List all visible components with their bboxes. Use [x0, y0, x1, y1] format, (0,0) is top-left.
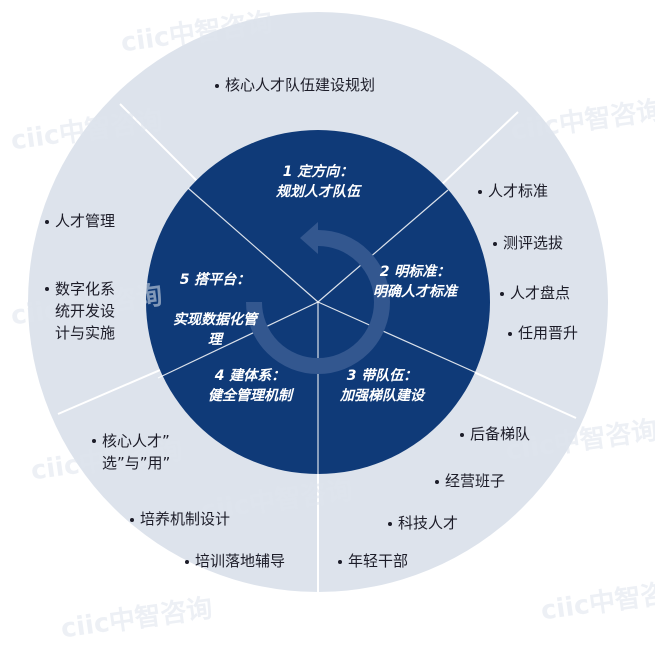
- list-item: 人才标准: [478, 180, 548, 202]
- circular-arrow-icon: [246, 222, 390, 374]
- inner-divider-line: [157, 301, 319, 379]
- inner-dividers: [157, 187, 489, 474]
- step-title: 5 搭平台：: [179, 272, 251, 288]
- step-subtitle: 规划人才队伍: [276, 184, 360, 200]
- inner-divider-line: [317, 189, 449, 303]
- list-item: 人才管理: [45, 210, 115, 232]
- list-item: 科技人才: [388, 512, 458, 534]
- list-item: 年轻干部: [338, 550, 408, 572]
- step-5-label: 5 搭平台： 实现数据化管 理: [150, 250, 280, 370]
- step-title: 3 带队伍：: [346, 368, 418, 384]
- inner-divider-line: [187, 187, 319, 303]
- step-title: 2 明标准：: [379, 264, 451, 280]
- step-1-label: 1 定方向： 规划人才队伍: [258, 162, 378, 202]
- step-2-label: 2 明标准： 明确人才标准: [355, 262, 475, 302]
- list-item: 任用晋升: [508, 322, 578, 344]
- step-subtitle: 实现数据化管 理: [173, 312, 257, 348]
- list-item: 人才盘点: [500, 282, 570, 304]
- inner-divider-line: [317, 301, 489, 379]
- step-title: 1 定方向：: [282, 164, 354, 180]
- list-item: 培养机制设计: [130, 508, 230, 530]
- step-3-label: 3 带队伍： 加强梯队建设: [322, 366, 442, 406]
- step-subtitle: 明确人才标准: [373, 284, 457, 300]
- step-subtitle: 健全管理机制: [208, 388, 292, 404]
- list-item: 培训落地辅导: [185, 550, 285, 572]
- list-item: 经营班子: [435, 470, 505, 492]
- step-subtitle: 加强梯队建设: [340, 388, 424, 404]
- step-title: 4 建体系：: [214, 368, 286, 384]
- list-item: 后备梯队: [460, 423, 530, 445]
- list-item: 数字化系 统开发设 计与实施: [45, 278, 115, 344]
- list-item: 核心人才队伍建设规划: [215, 74, 375, 96]
- list-item: 测评选拔: [493, 232, 563, 254]
- step-4-label: 4 建体系： 健全管理机制: [190, 366, 310, 406]
- list-item: 核心人才” 选”与”用”: [92, 430, 170, 474]
